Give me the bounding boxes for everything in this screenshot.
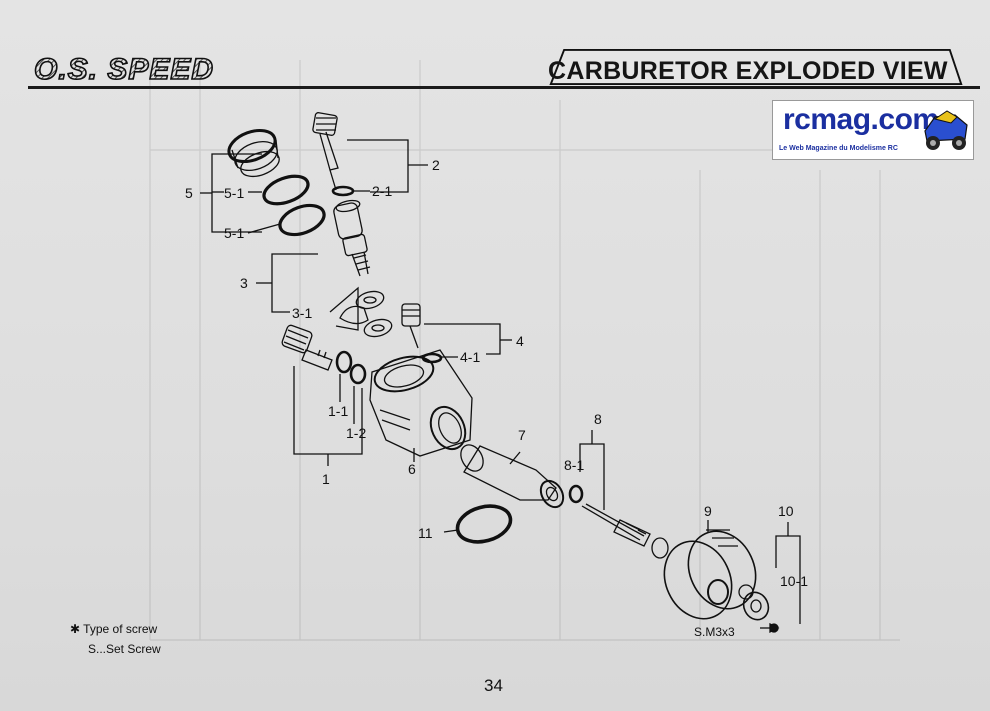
os-speed-logo: O.S. SPEED: [33, 52, 214, 86]
callout-4: 4: [516, 333, 524, 349]
part-5-1-o-ring-b: [278, 203, 326, 237]
leader-1: [293, 366, 363, 466]
leader-11: [443, 529, 459, 533]
page-title: CARBURETOR EXPLODED VIEW: [548, 57, 948, 85]
leader-3: [256, 253, 318, 313]
callout-10-1: 10-1: [780, 573, 809, 589]
part-3-1-washers: [329, 286, 393, 338]
part-4-jet-needle: [401, 303, 421, 349]
part-1-mixture-screw: [281, 324, 333, 371]
callout-1-1: 1-1: [328, 403, 349, 419]
part-2-needle-valve: [312, 112, 339, 191]
callout-5-1-b: 5-1: [224, 225, 245, 241]
part-8-throttle-needle: [581, 503, 669, 559]
page-number: 34: [484, 676, 503, 695]
callout-3: 3: [240, 275, 248, 291]
callout-11: 11: [418, 525, 433, 541]
watermark-tagline: Le Web Magazine du Modelisme RC: [779, 145, 898, 152]
callout-8-1: 8-1: [564, 457, 585, 473]
part-9-throttle-arm: [663, 520, 757, 620]
callout-5: 5: [185, 185, 193, 201]
callout-8: 8: [594, 411, 602, 427]
leader-10: [760, 522, 801, 634]
callout-set-screw: S.M3x3: [694, 625, 735, 639]
part-7-throttle-barrel: [460, 444, 565, 509]
callout-4-1: 4-1: [460, 349, 481, 365]
callout-7: 7: [518, 427, 526, 443]
callout-3-1: 3-1: [292, 305, 313, 321]
callout-2: 2: [432, 157, 440, 173]
callout-10: 10: [778, 503, 794, 519]
callout-9: 9: [704, 503, 712, 519]
header-rule: [28, 86, 980, 89]
callout-6: 6: [408, 461, 416, 477]
callout-1-2: 1-2: [346, 425, 367, 441]
svg-text:O.S. SPEED: O.S. SPEED: [34, 53, 214, 86]
title-tab: [549, 48, 963, 86]
rcmag-watermark: rcmag.com Le Web Magazine du Modelisme R…: [772, 100, 974, 160]
rc-car-icon: [924, 110, 968, 150]
part-1-2-o-ring: [349, 363, 367, 385]
leader-4: [424, 323, 512, 358]
part-5-1-o-ring-a: [262, 174, 310, 206]
leader-8: [579, 430, 605, 510]
callout-5-1-a: 5-1: [224, 185, 245, 201]
legend-screw-type: ✱ Type of screw: [70, 622, 158, 636]
callout-2-1: 2-1: [372, 183, 393, 199]
leader-2: [347, 139, 428, 193]
callout-1: 1: [322, 471, 330, 487]
part-6-carburetor-body: [369, 349, 473, 462]
part-5-air-funnel: [227, 128, 280, 178]
part-10-set-collar: [738, 584, 770, 621]
watermark-name: rcmag.com: [783, 103, 939, 136]
legend-set-screw: S...Set Screw: [88, 642, 161, 656]
part-1-1-o-ring: [335, 350, 353, 374]
part-8-1-o-ring: [568, 484, 584, 504]
part-3-fuel-nipple: [333, 199, 371, 277]
part-2-1-o-ring: [331, 185, 355, 197]
part-11-o-ring: [455, 504, 513, 544]
